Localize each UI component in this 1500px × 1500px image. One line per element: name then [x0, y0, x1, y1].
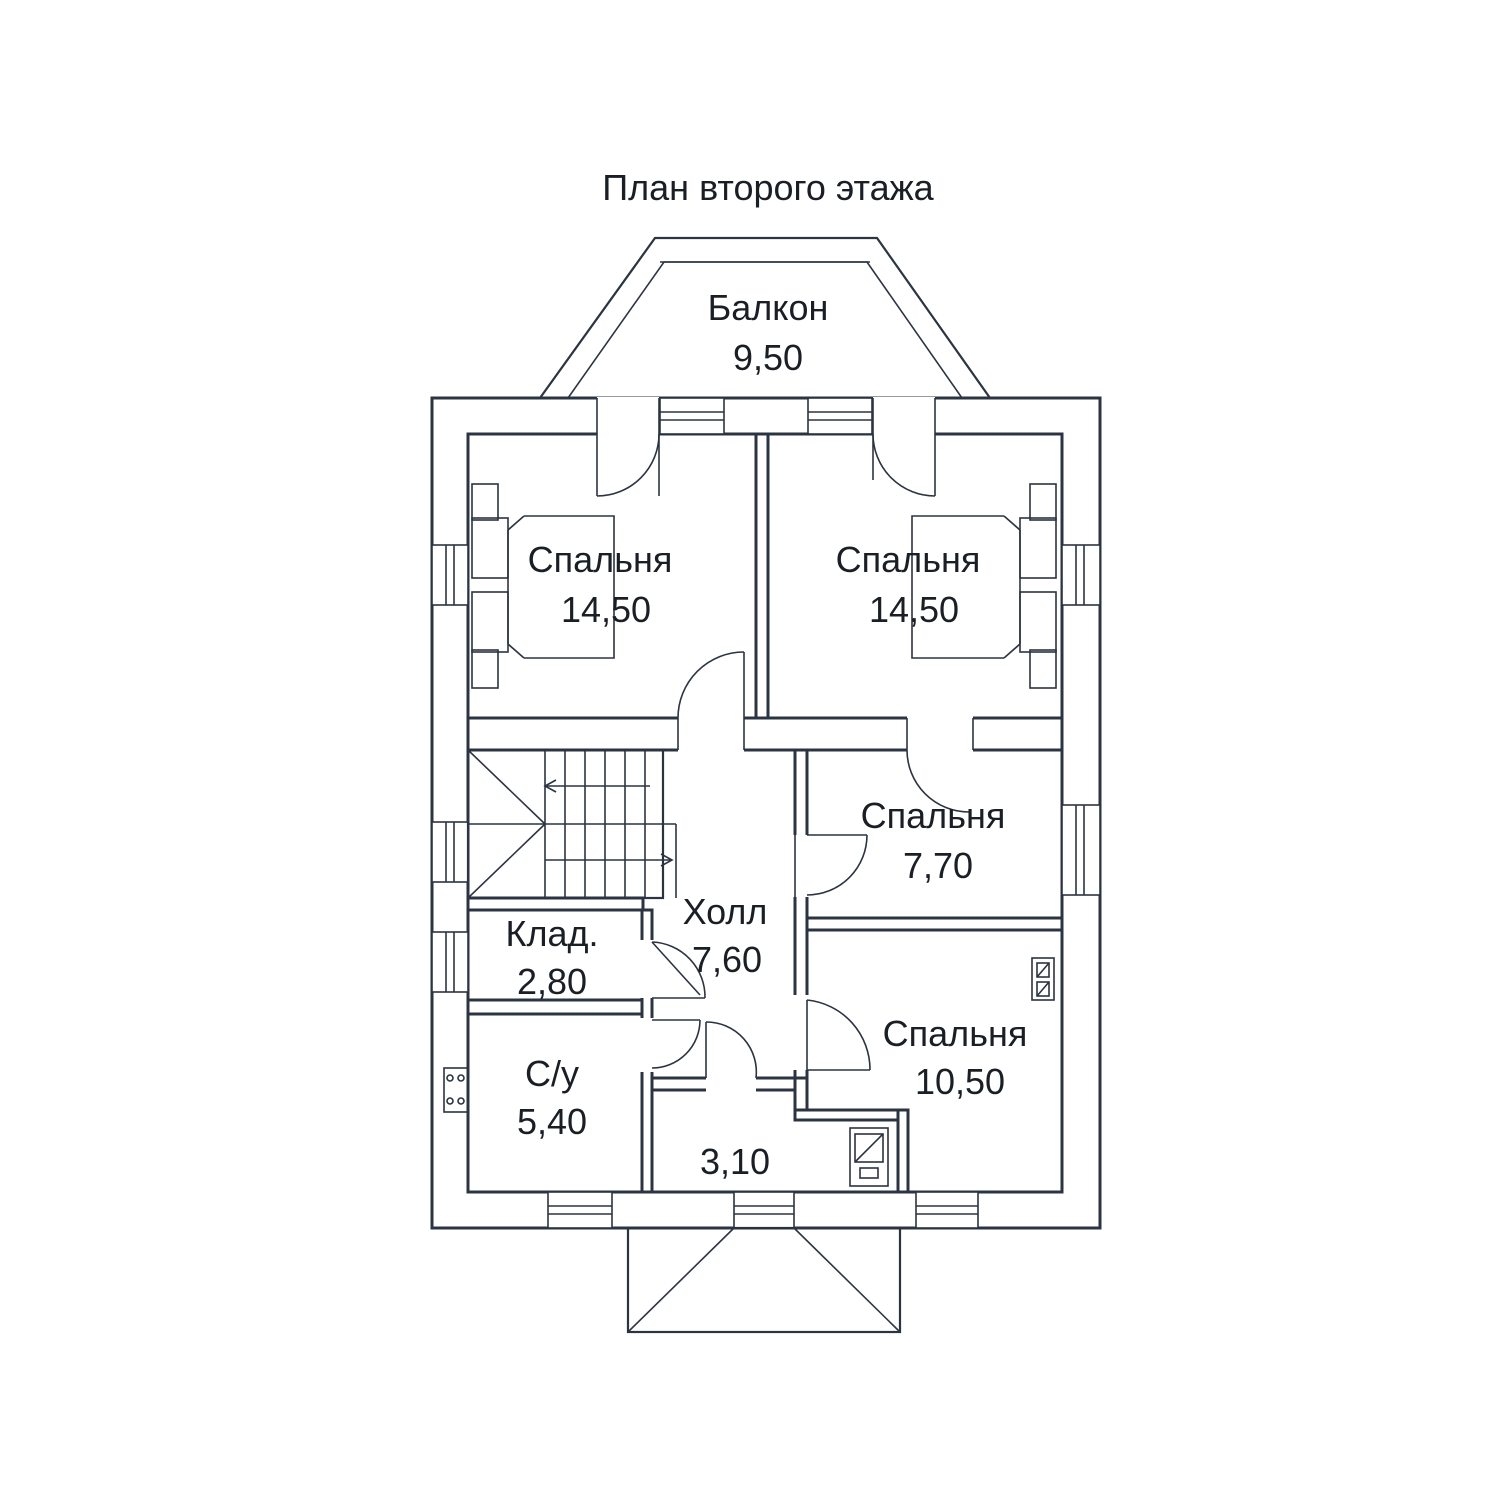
svg-text:Холл: Холл — [683, 891, 768, 932]
room-label-storage: Клад. 2,80 — [505, 913, 598, 1002]
svg-text:С/у: С/у — [525, 1053, 579, 1094]
svg-text:10,50: 10,50 — [915, 1061, 1005, 1102]
svg-text:Спальня: Спальня — [861, 795, 1006, 836]
room-label-bedroom-se: Спальня 10,50 — [883, 1013, 1028, 1102]
plan-title: План второго этажа — [602, 167, 934, 208]
room-label-balcony: Балкон 9,50 — [708, 287, 829, 378]
svg-text:Балкон: Балкон — [708, 287, 829, 328]
svg-text:3,10: 3,10 — [700, 1141, 770, 1182]
svg-text:14,50: 14,50 — [869, 589, 959, 630]
room-label-small: 3,10 — [700, 1141, 770, 1182]
svg-text:Клад.: Клад. — [505, 913, 598, 954]
staircase — [466, 748, 677, 900]
door-swings — [596, 433, 974, 1092]
svg-text:2,80: 2,80 — [517, 961, 587, 1002]
vent-box-bath — [443, 1067, 469, 1113]
windows — [431, 397, 1101, 1229]
svg-text:7,70: 7,70 — [903, 845, 973, 886]
svg-text:Спальня: Спальня — [883, 1013, 1028, 1054]
balcony-outline — [539, 236, 991, 399]
bed-nw — [471, 483, 615, 689]
entrance-canopy — [626, 1226, 902, 1334]
bed-ne — [911, 483, 1057, 689]
room-label-bedroom-nw: Спальня 14,50 — [528, 539, 673, 630]
svg-text:5,40: 5,40 — [517, 1101, 587, 1142]
vent-box-se — [1031, 957, 1055, 1001]
room-label-hall: Холл 7,60 — [683, 891, 768, 980]
room-label-bedroom-e: Спальня 7,70 — [861, 795, 1006, 886]
balcony-doors — [596, 397, 936, 436]
boiler-box — [849, 1127, 889, 1187]
svg-text:7,60: 7,60 — [692, 939, 762, 980]
svg-text:14,50: 14,50 — [561, 589, 651, 630]
room-label-bathroom: С/у 5,40 — [517, 1053, 587, 1142]
room-label-bedroom-ne: Спальня 14,50 — [836, 539, 981, 630]
svg-text:Спальня: Спальня — [836, 539, 981, 580]
svg-text:Спальня: Спальня — [528, 539, 673, 580]
svg-text:9,50: 9,50 — [733, 337, 803, 378]
